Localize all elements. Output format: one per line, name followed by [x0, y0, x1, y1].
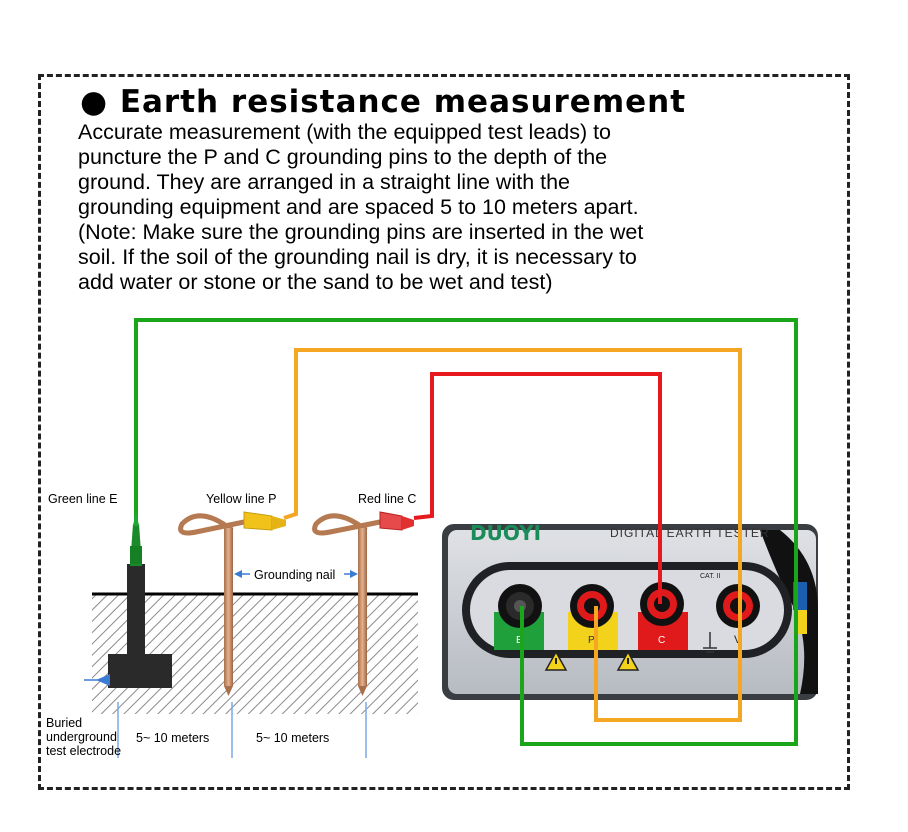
red-line-label: Red line C — [358, 492, 416, 506]
green-wire-e — [134, 318, 798, 746]
buried-label-line: test electrode — [46, 744, 121, 758]
grounding-nail-c — [312, 511, 414, 696]
description-line: (Note: Make sure the grounding pins are … — [78, 220, 644, 244]
description-line: soil. If the soil of the grounding nail … — [78, 245, 637, 269]
green-line-label: Green line E — [48, 492, 117, 506]
yellow-line-label: Yellow line P — [206, 492, 276, 506]
red-wire-c — [413, 372, 662, 604]
description-line: puncture the P and C grounding pins to t… — [78, 145, 608, 169]
terminal-e[interactable]: E — [494, 584, 544, 650]
distance-label: 5~ 10 meters — [136, 731, 209, 745]
grounding-nail-label: Grounding nail — [254, 568, 335, 582]
terminal-label: E — [516, 635, 523, 646]
grounding-nail-annotation: Grounding nail — [234, 568, 358, 582]
dashed-frame — [38, 74, 850, 790]
terminal-c[interactable]: C — [638, 582, 688, 650]
yellow-wire-p — [283, 348, 742, 722]
description-line: Accurate measurement (with the equipped … — [78, 120, 612, 144]
distance-label: 5~ 10 meters — [256, 731, 329, 745]
description: Accurate measurement (with the equipped … — [78, 120, 838, 295]
description-line: ground. They are arranged in a straight … — [78, 170, 571, 194]
tester-brand: DUOYI — [470, 521, 541, 545]
distance-markers — [117, 702, 367, 758]
ground-symbol-icon — [703, 632, 717, 653]
grounding-nail-p — [178, 511, 286, 696]
description-line: add water or stone or the sand to be wet… — [78, 270, 553, 294]
cat-label: CAT. II — [700, 573, 721, 580]
warning-icon — [616, 650, 640, 671]
buried-label-line: Buried — [46, 716, 82, 730]
description-line: grounding equipment and are spaced 5 to … — [78, 195, 639, 219]
page-title: ● Earth resistance measurement — [80, 84, 687, 120]
warning-icon — [544, 650, 568, 671]
terminal-label: C — [658, 635, 665, 646]
buried-test-electrode — [108, 510, 172, 688]
buried-label-line: underground — [46, 730, 117, 744]
terminal-label: P — [588, 635, 595, 646]
arrow-icon — [96, 674, 110, 686]
terminal-p[interactable]: P — [568, 584, 618, 650]
earth-tester-device: DUOYI DIGITAL EARTH TESTER E P C — [442, 521, 818, 700]
tester-title: DIGITAL EARTH TESTER — [610, 526, 770, 540]
